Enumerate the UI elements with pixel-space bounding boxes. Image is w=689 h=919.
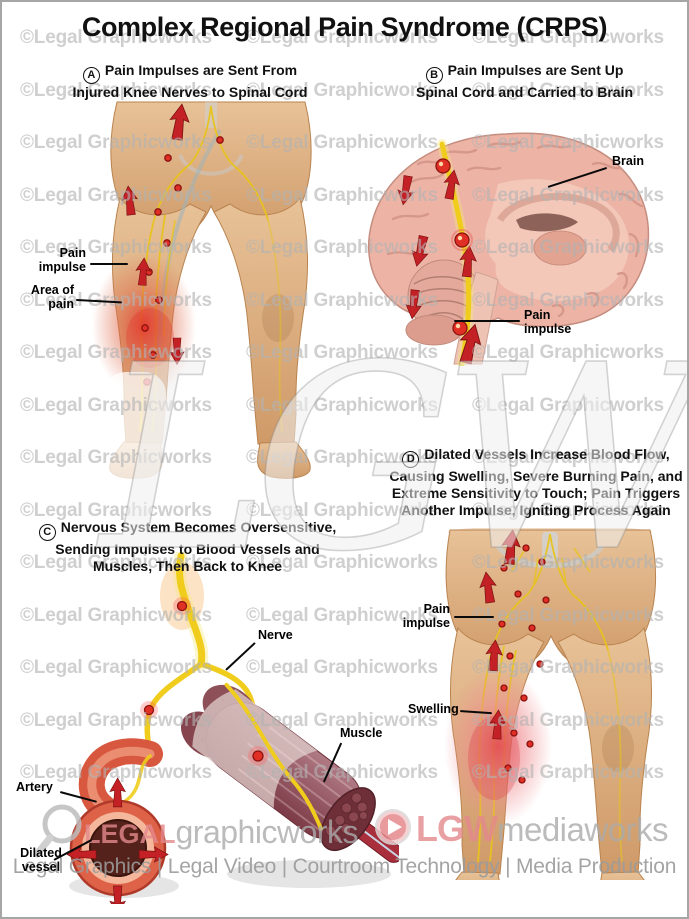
label-nerve: Nerve [258,628,293,642]
ventricle [516,213,578,232]
panel-d-badge: D [402,451,420,468]
artery [66,738,169,904]
panel-b-badge: B [425,67,443,84]
pain-impulse-dots [140,597,268,766]
pain-impulse-dots [435,158,473,336]
label-pain-impulse-d: Pain impulse [402,602,450,630]
panel-b-heading-line2: Spinal Cord and Carried to Brain [415,84,634,100]
panel-c-badge: C [38,524,56,541]
watermark-tile: ©Legal Graphicworks [472,394,664,416]
label-pain-impulse-b: Pain impulse [524,308,572,336]
leader-pain-impulse-b [454,320,520,323]
panel-d-heading-line3: Extreme Sensitivity to Touch; Pain Trigg… [391,485,681,501]
panel-d-heading-line1: Dilated Vessels Increase Blood Flow, [424,446,670,462]
magnifier-icon [33,804,82,858]
brand-mediaworks: LGWmediaworks [416,808,669,850]
panel-d-heading-line2: Causing Swelling, Severe Burning Pain, a… [389,468,683,484]
label-area-of-pain: Area of pain [30,283,74,311]
panel-b-illustration-brain [368,132,650,366]
panel-c-heading-line2: Sending Impulses to Blood Vessels and [55,541,320,557]
pelvic-bone [178,154,244,176]
brand-graphicworks: LEGALgraphicworks [84,814,359,851]
panel-a-heading-line1: Pain Impulses are Sent From [104,62,298,78]
pale-foot-overlay [104,372,166,480]
page-title: Complex Regional Pain Syndrome (CRPS) [81,12,608,42]
panel-c-heading-line3: Muscles, Then Back to Knee [92,558,283,574]
main-nerve [175,552,206,668]
leader-pain-impulse-d [454,616,494,619]
artery-cross-section [66,777,169,904]
dilated-lumen [89,819,147,877]
panel-a-heading-line2: Injured Knee Nerves to Spinal Cord [72,84,308,100]
legs-front-view [92,101,312,480]
label-pain-impulse-a: Pain impulse [38,246,86,274]
corpus-callosum [497,193,620,253]
swelling-region [444,666,552,826]
label-swelling: Swelling [408,702,459,716]
brand2-accent: LGW [416,808,498,849]
thalamus [533,230,587,266]
panel-a-illustration-lower-body [92,101,312,480]
label-brain: Brain [612,154,644,168]
play-icon [375,809,411,845]
nerve-on-muscle [224,682,323,831]
pain-impulse-dots [498,544,550,784]
panel-a-badge: A [82,67,100,84]
label-artery: Artery [16,780,53,794]
muscle [180,682,399,863]
footer-tagline: Legal Graphics | Legal Video | Courtroom… [12,855,677,878]
label-dilated-vessel: Dilated vessel [20,846,62,874]
panel-c-illustration-nerve-vessels [66,552,399,904]
panel-b-heading-line1: Pain Impulses are Sent Up [447,62,624,78]
pelvic-bone [495,544,605,568]
brand2-rest: mediaworks [496,811,669,848]
brand1-accent: LEGAL [84,819,176,849]
panel-d-heading-line4: Another Impulse, Igniting Process Again [401,502,671,518]
spine-stub [205,102,217,128]
panel-c-heading-line1: Nervous System Becomes Oversensitive, [60,519,337,535]
leader-pain-impulse-a [90,263,128,266]
brand1-rest: graphicworks [175,814,359,850]
panel-d-illustration-lower-body [444,528,657,880]
label-muscle: Muscle [340,726,383,740]
